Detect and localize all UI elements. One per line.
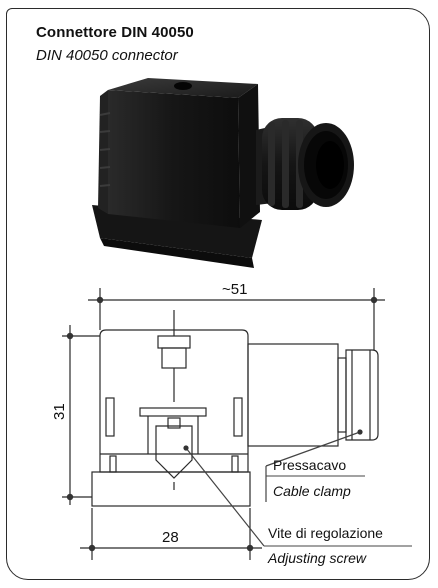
connector-photo [92, 78, 354, 268]
dimension-body-width: 28 [162, 529, 179, 546]
callout-adjusting-screw: Vite di regolazione Adjusting screw [264, 525, 412, 566]
callout-cable-clamp: Pressacavo Cable clamp [266, 457, 365, 499]
callout-label-en: Cable clamp [273, 483, 351, 499]
callout-label: Vite di regolazione [268, 525, 383, 541]
dimension-markers [66, 296, 378, 552]
technical-drawing [62, 288, 385, 560]
page-subtitle: DIN 40050 connector [36, 47, 178, 64]
dimension-height: 31 [51, 403, 68, 420]
callout-label-en: Adjusting screw [267, 550, 367, 566]
info-card [6, 8, 430, 580]
page-title: Connettore DIN 40050 [36, 24, 194, 41]
callout-label: Pressacavo [273, 457, 346, 473]
dimension-total-width: ~51 [222, 281, 247, 298]
